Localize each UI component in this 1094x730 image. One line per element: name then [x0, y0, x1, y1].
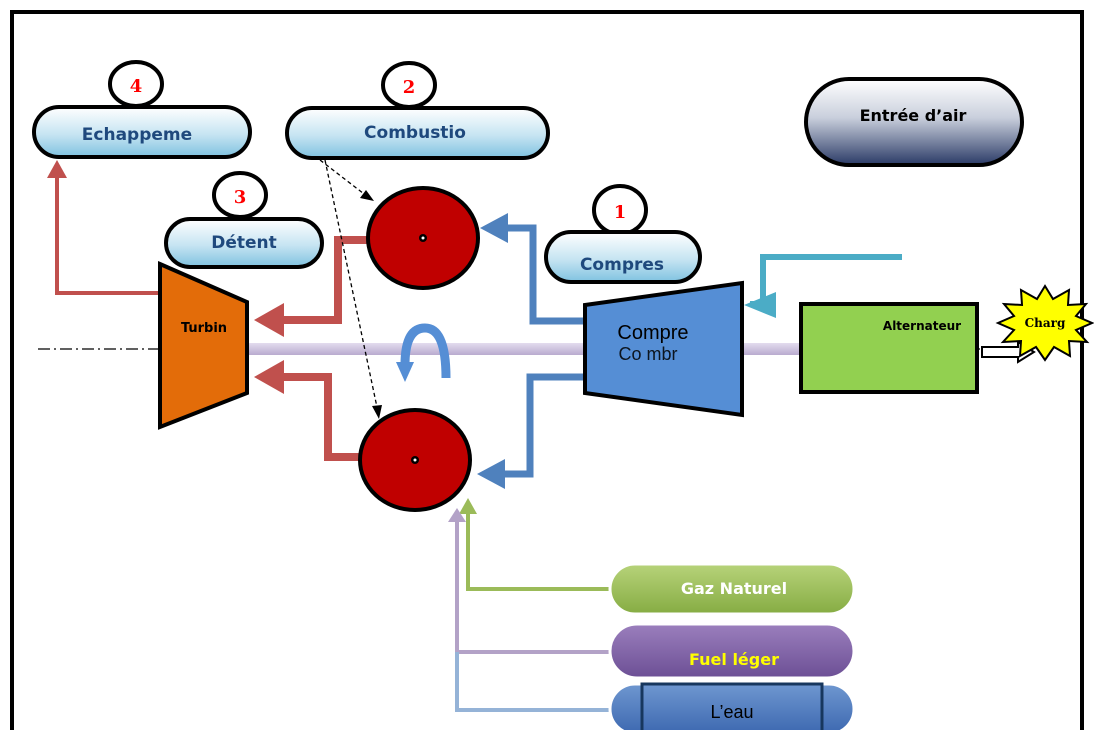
turbine-label: Turbin — [181, 321, 227, 336]
step-3-number: 3 — [234, 187, 247, 208]
air-intake-arrowhead — [744, 292, 776, 318]
gas-supply-arrowhead — [459, 498, 477, 514]
air-upper-path — [505, 224, 588, 325]
combustor-upper — [366, 186, 480, 290]
air-inlet-label: Entrée d’air — [860, 106, 967, 125]
hot-gas-upper-path — [280, 236, 372, 324]
air-lower-arrowhead — [477, 459, 505, 489]
air-lower-path — [502, 373, 588, 478]
step-4-label-pill — [32, 105, 252, 159]
combustion-leader-upper-arrowhead — [360, 190, 374, 201]
turbine — [158, 260, 249, 430]
exhaust-line — [55, 172, 165, 295]
step-1-number: 1 — [614, 202, 627, 223]
compressor-label: Compre — [617, 322, 688, 344]
gas-supply-line — [466, 510, 613, 591]
combustion-leader-lower-arrowhead — [372, 405, 382, 419]
step-2-number: 2 — [403, 77, 416, 98]
rotation-arrow — [400, 323, 451, 379]
step-4-number: 4 — [130, 76, 143, 97]
air-inlet-pill — [804, 77, 1024, 167]
combustor-lower — [358, 408, 472, 512]
rotation-arrowhead — [396, 362, 414, 382]
gas-fuel-pill — [608, 562, 856, 616]
step-3-label-pill — [164, 217, 324, 269]
fuel-supply-arrowhead — [448, 508, 466, 522]
step-3-label: Détent — [211, 233, 277, 253]
alternator — [799, 302, 979, 394]
hot-gas-upper-arrowhead — [254, 303, 284, 337]
water-label: L’eau — [710, 702, 753, 722]
combustion-leader-upper — [319, 159, 369, 198]
hot-gas-lower-path — [280, 373, 372, 461]
gas-fuel-label: Gaz Naturel — [681, 579, 787, 598]
hot-gas-lower-arrowhead — [254, 360, 284, 394]
alternator-label: Alternateur — [883, 319, 961, 333]
step-1-label: Compres — [580, 255, 664, 275]
combustion-leader-lower — [324, 159, 379, 413]
exhaust-arrowhead — [47, 160, 67, 178]
compressor — [583, 280, 744, 418]
load-label: Charg — [1025, 316, 1066, 330]
step-2-label: Combustio — [364, 123, 466, 143]
light-fuel-pill — [608, 622, 856, 680]
step-2-label-pill — [285, 106, 550, 160]
step-4-label: Echappeme — [82, 125, 192, 145]
water-supply-line — [455, 652, 613, 712]
step-1-label-pill — [544, 230, 702, 284]
compressor-overlay-label: Co mbr — [618, 344, 677, 364]
air-upper-arrowhead — [480, 213, 508, 243]
load-starburst — [995, 284, 1094, 362]
light-fuel-label: Fuel léger — [689, 650, 779, 669]
water-inner-box — [640, 682, 824, 730]
